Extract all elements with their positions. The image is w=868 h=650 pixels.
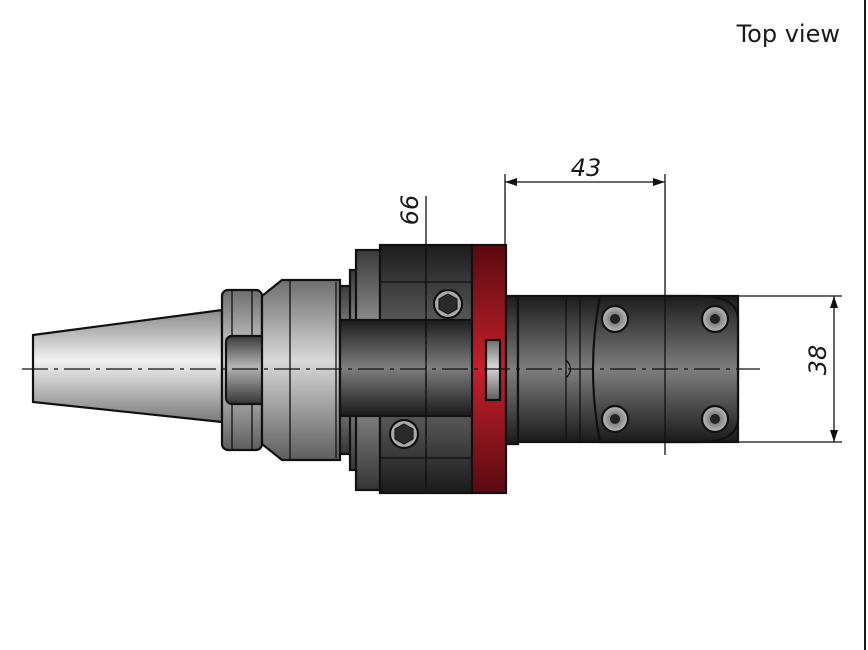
- dimension-43: 43: [504, 154, 666, 455]
- front-bolt-bl: [600, 404, 630, 434]
- dimension-43-label: 43: [571, 154, 602, 182]
- frame-border: [864, 0, 866, 650]
- dimension-38: 38: [738, 295, 842, 443]
- hex-bolt-bottom: [388, 418, 420, 450]
- front-bolt-tl: [600, 304, 630, 334]
- view-title: Top view: [736, 20, 840, 48]
- dimension-66-label: 66: [396, 195, 424, 226]
- hex-bolt-top: [432, 288, 464, 320]
- front-bolt-tr: [700, 304, 730, 334]
- front-bolt-br: [700, 404, 730, 434]
- center-body: [338, 318, 476, 418]
- rear-housing: [260, 278, 342, 462]
- dimension-66: 66: [396, 195, 424, 226]
- dimension-38-label: 38: [804, 345, 832, 376]
- taper-shank: [31, 308, 224, 424]
- neck: [504, 294, 520, 446]
